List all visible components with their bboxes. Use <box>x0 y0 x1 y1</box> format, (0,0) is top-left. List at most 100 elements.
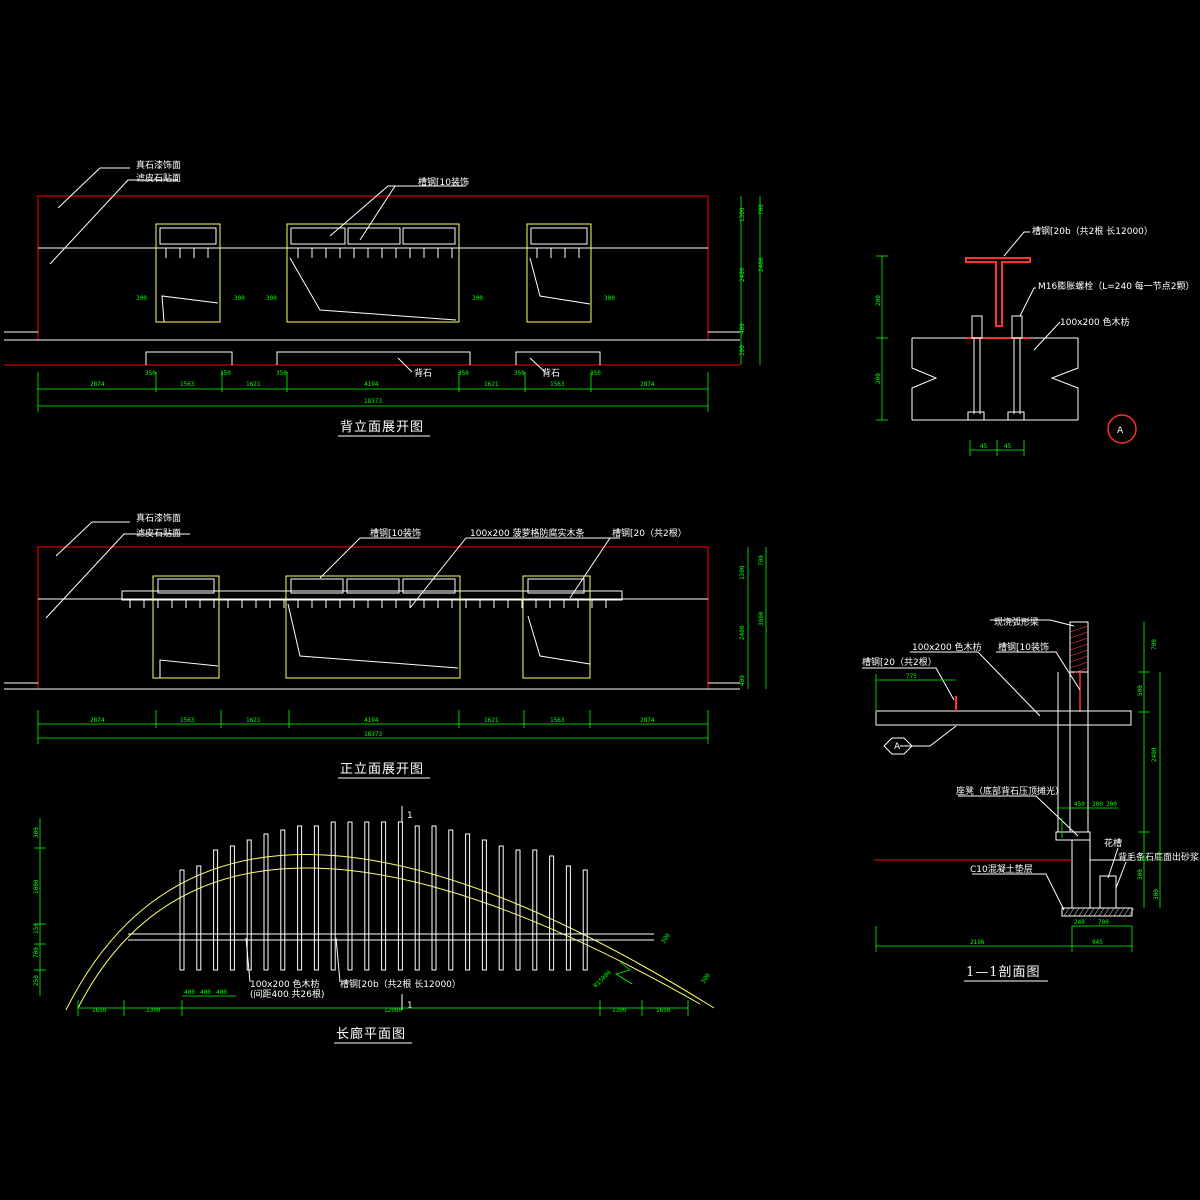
hatch-line <box>1103 907 1110 917</box>
leader-section-a <box>900 725 957 747</box>
hatch-line <box>1069 649 1089 657</box>
leader-back-rough <box>49 179 178 265</box>
leader-plan-wood <box>245 937 251 983</box>
plan-arc-inner <box>77 867 701 1009</box>
wood-slat <box>280 829 286 971</box>
dim-front-2: 1563 <box>180 717 195 724</box>
dim-front-6: 1563 <box>550 717 565 724</box>
dim-section-t0: 450 <box>1074 801 1085 808</box>
dim-detail-b0: 45 <box>980 443 988 450</box>
dim-back-s3: 350 <box>276 370 287 377</box>
leader-section-planter-note <box>1115 861 1127 889</box>
hatch-line <box>1083 907 1090 917</box>
dim-section-b1: 945 <box>1092 939 1103 946</box>
dim-back-side-2: 300 <box>234 295 245 302</box>
wood-slat <box>465 833 471 971</box>
wood-slat <box>515 849 521 971</box>
dim-back-s4: 350 <box>458 370 469 377</box>
title-plan: 长廊平面图 <box>336 1026 406 1042</box>
back-window-left <box>155 223 221 323</box>
wood-slat <box>481 839 487 971</box>
dim-section-r3: 300 <box>1137 869 1144 880</box>
leader-back-steel-2 <box>359 185 396 241</box>
dim-front-r4: 400 <box>739 675 746 686</box>
front-window-right <box>522 575 591 679</box>
wood-slat <box>565 865 571 971</box>
dim-back-4: 4194 <box>364 381 379 388</box>
leader-plan-steel <box>335 937 341 983</box>
leader-front-steel <box>319 537 420 579</box>
dim-back-r4: 400 <box>739 323 746 334</box>
leader-section-planter <box>1107 847 1119 879</box>
hatch-line <box>1078 907 1085 917</box>
wood-slat <box>297 825 303 971</box>
wood-slat <box>414 825 420 971</box>
footing-mid <box>276 351 471 365</box>
label-back-rough-stone: 滤皮石贴面 <box>136 172 181 184</box>
dim-back-total: 18373 <box>364 398 382 405</box>
section-cap-beam <box>1069 621 1089 673</box>
dim-back-s1: 350 <box>145 370 156 377</box>
dim-plan-l1: 1000 <box>33 879 40 894</box>
dim-detail-l1: 200 <box>875 373 882 384</box>
dim-front-4: 4194 <box>364 717 379 724</box>
leader-front-steel-big <box>569 537 611 599</box>
wood-slat <box>381 821 387 971</box>
cut-mark-bottom: 1 <box>407 1001 413 1011</box>
leader-section-wood <box>910 651 1041 717</box>
back-window-right <box>526 223 592 323</box>
dim-section-t1: 200 <box>1092 801 1103 808</box>
dim-front-r2: 2400 <box>739 625 746 640</box>
front-elevation: 真石漆饰面 滤皮石贴面 槽钢[10装饰 100x200 菠萝格防腐实木条 槽钢[… <box>4 512 767 779</box>
hatch-line <box>1128 907 1135 917</box>
label-front-rough-stone: 滤皮石贴面 <box>136 527 181 539</box>
footing-left <box>145 351 233 365</box>
dim-section-r1: 500 <box>1137 685 1144 696</box>
cut-mark-top: 1 <box>407 811 413 821</box>
section-mark-a-label: A <box>894 742 901 752</box>
section-planter-wall <box>1099 875 1117 909</box>
hatch-line <box>1073 907 1080 917</box>
label-back-steel: 槽钢[10装饰 <box>418 176 469 188</box>
dim-back-s6: 350 <box>590 370 601 377</box>
dim-back-1: 2874 <box>90 381 105 388</box>
detail-a: 槽钢[20b（共2根 长12000） M16膨胀螺栓（L=240 每一节点2颗）… <box>875 225 1195 456</box>
dim-plan-sp2: 400 <box>200 989 211 996</box>
label-plan-wood: 100x200 色木枋 <box>250 978 320 990</box>
wood-slat <box>313 825 319 971</box>
label-section-base: C10混凝土垫层 <box>970 863 1033 875</box>
title-section: 1—1剖面图 <box>966 965 1041 980</box>
back-wall-outline <box>37 195 709 341</box>
front-wall-outline <box>37 546 709 690</box>
dim-detail-l0: 200 <box>875 295 882 306</box>
leader-section-cap <box>958 795 1079 837</box>
dim-front-1: 2874 <box>90 717 105 724</box>
label-plan-wood-spacing: (间距400 共26根) <box>250 988 325 1000</box>
section-dim-lines <box>875 622 1161 952</box>
wood-slat <box>582 869 588 971</box>
section-wall <box>1071 839 1091 909</box>
leader-front-rough <box>45 533 190 619</box>
detail-bolts <box>967 315 1025 421</box>
label-detail-steel: 槽钢[20b（共2根 长12000） <box>1032 225 1153 237</box>
dim-section-r0: 700 <box>1151 639 1158 650</box>
label-section-wood: 100x200 色木枋 <box>912 641 982 653</box>
corridor-plan: 1 1 100x200 色木枋 (间距400 共26根) 槽钢[20b（共2根 … <box>33 806 715 1044</box>
hatch-line <box>1098 907 1105 917</box>
hatch-line <box>1069 643 1089 651</box>
detail-steel-beam <box>965 257 1031 327</box>
leader-front-stone <box>55 521 130 557</box>
dim-back-side-1: 300 <box>136 295 147 302</box>
hatch-line <box>1088 907 1095 917</box>
dim-plan-2: 1300 <box>146 1007 161 1014</box>
dim-plan-l2: 150 <box>33 923 40 934</box>
label-front-stone-finish: 真石漆饰面 <box>136 512 181 524</box>
detail-dim-lines <box>876 255 1025 456</box>
label-front-wood: 100x200 菠萝格防腐实木条 <box>470 527 585 539</box>
dim-front-r0: 700 <box>758 555 765 566</box>
label-section-pour: 现浇弧形梁 <box>994 616 1039 628</box>
leader-section-steel-big <box>862 667 955 701</box>
dim-front-total: 18373 <box>364 731 382 738</box>
leader-back-steel <box>329 185 466 237</box>
